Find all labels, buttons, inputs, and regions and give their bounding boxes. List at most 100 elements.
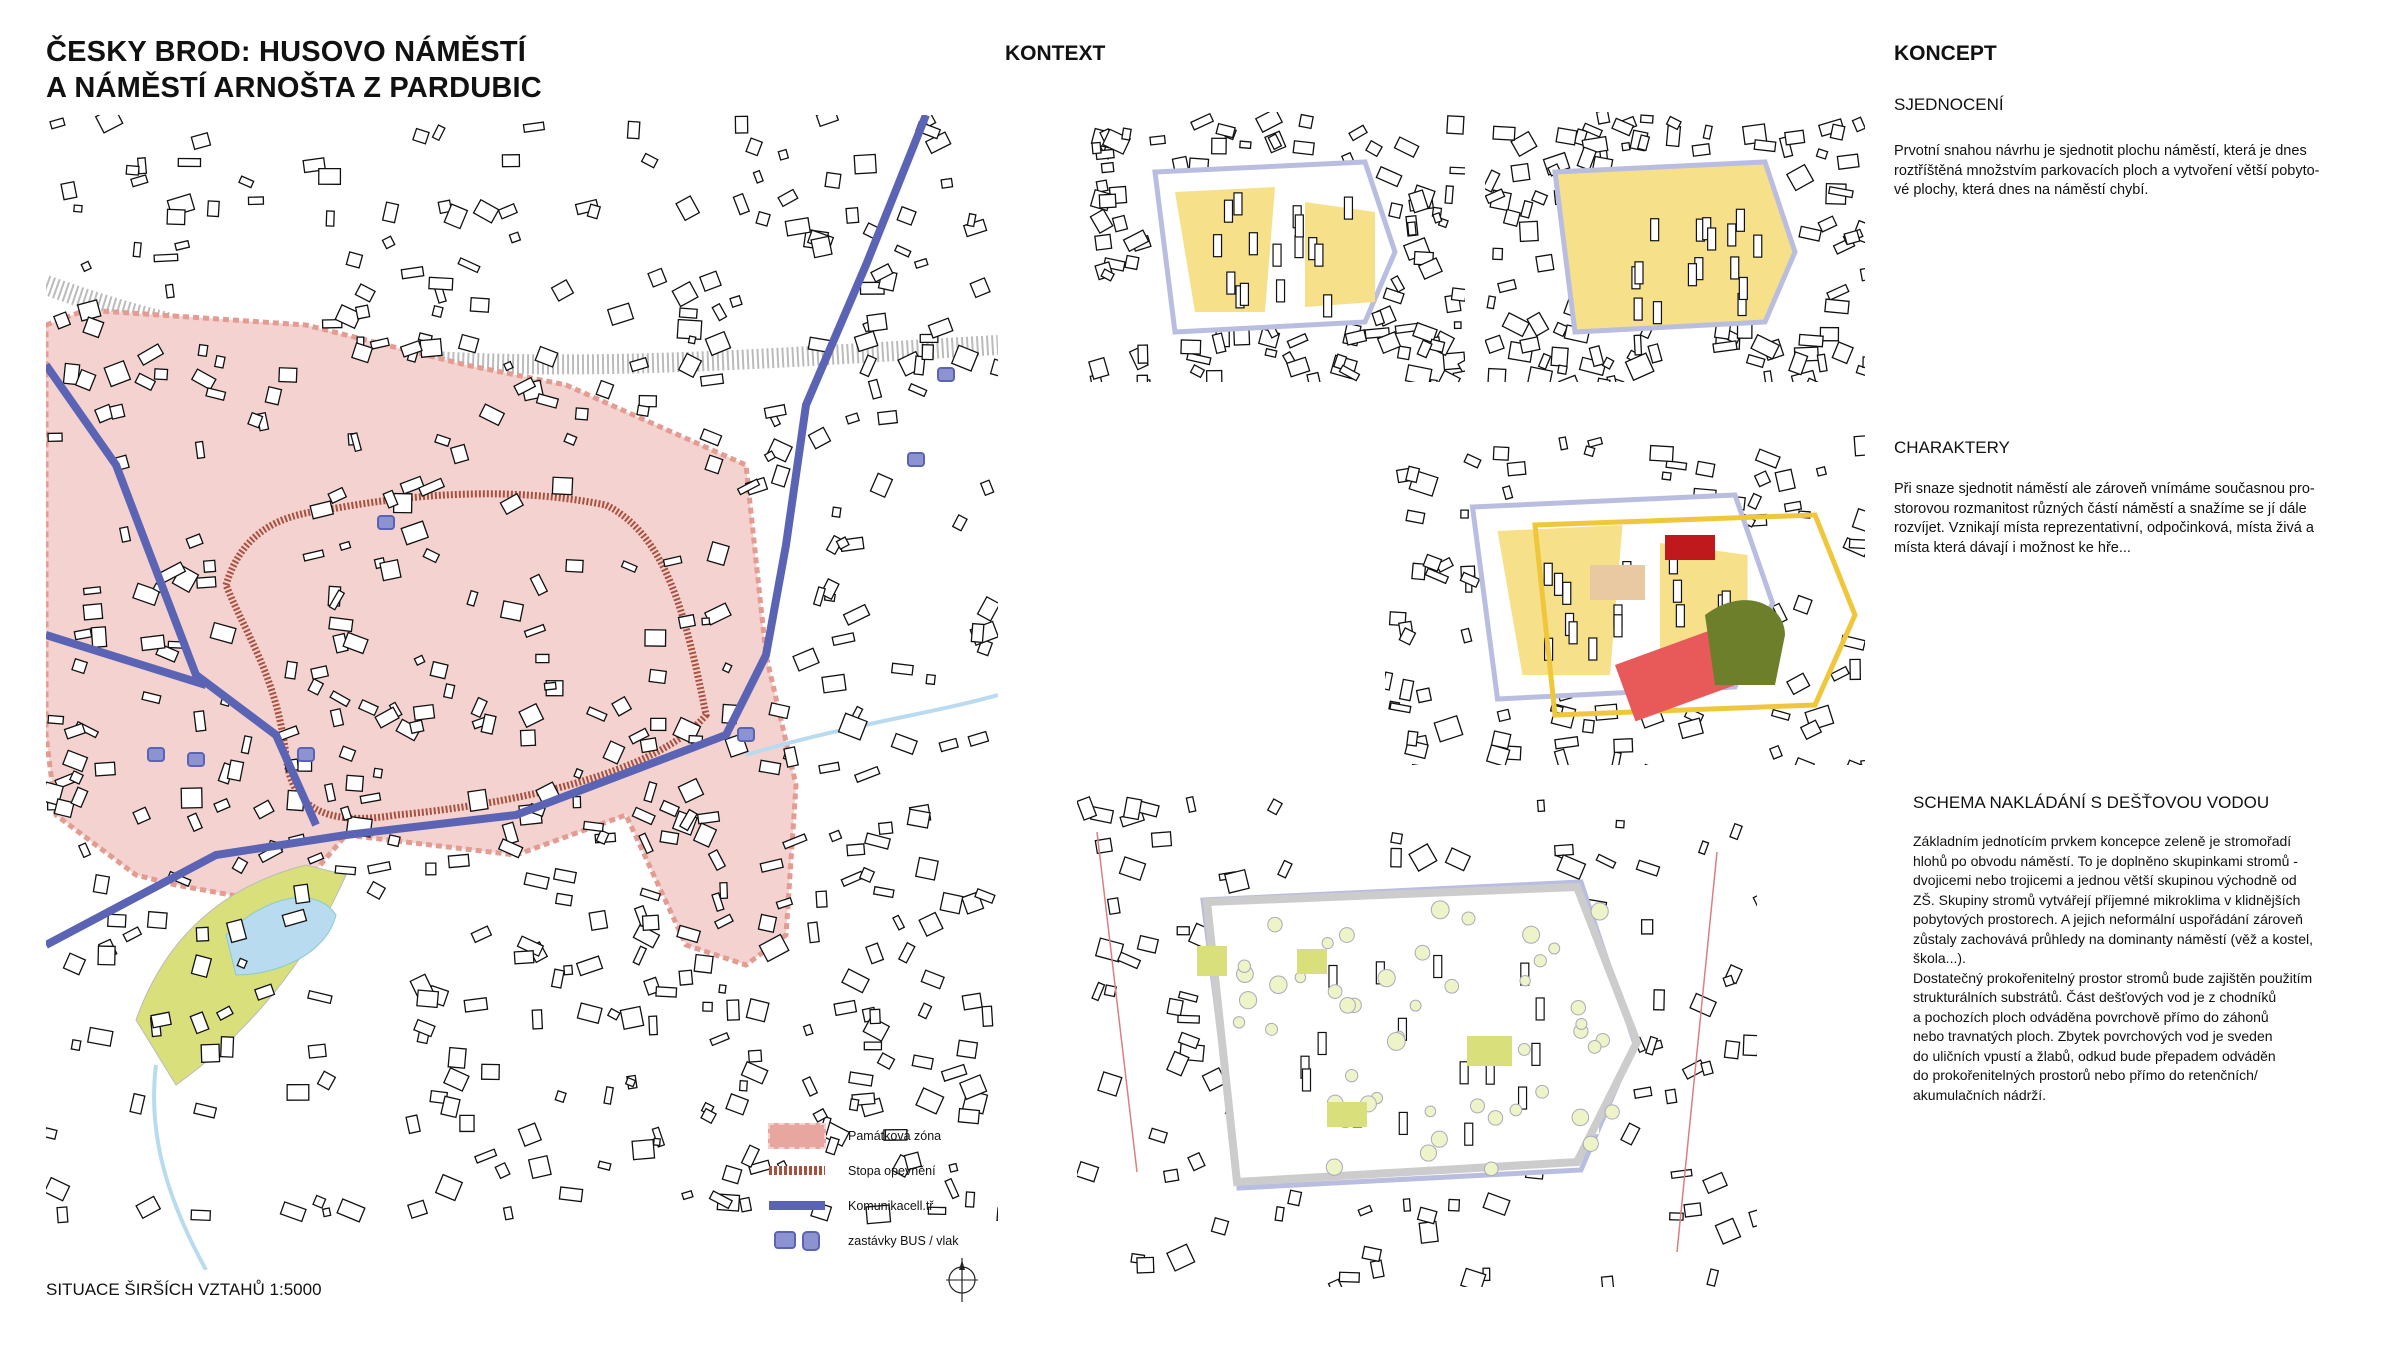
building bbox=[213, 354, 226, 369]
building bbox=[1449, 166, 1465, 175]
building bbox=[768, 702, 791, 720]
building bbox=[1398, 1111, 1408, 1136]
building bbox=[721, 1164, 743, 1185]
tree bbox=[1338, 927, 1355, 943]
building bbox=[913, 257, 929, 269]
building bbox=[848, 1071, 874, 1087]
building bbox=[447, 1046, 467, 1069]
building bbox=[853, 330, 879, 353]
title-line-2: A NÁMĚSTÍ ARNOŠTA Z PARDUBIC bbox=[46, 72, 542, 104]
building bbox=[782, 833, 808, 850]
building bbox=[550, 278, 575, 302]
building bbox=[1077, 795, 1098, 821]
building bbox=[193, 1102, 218, 1119]
building bbox=[494, 1161, 511, 1180]
building bbox=[1382, 287, 1405, 305]
building bbox=[704, 454, 724, 475]
building bbox=[883, 1128, 908, 1141]
building bbox=[758, 933, 790, 963]
building bbox=[1633, 1086, 1653, 1099]
building bbox=[166, 208, 186, 226]
tree bbox=[1386, 1032, 1406, 1051]
building bbox=[1185, 795, 1197, 813]
building bbox=[413, 654, 426, 667]
building bbox=[118, 526, 132, 543]
building bbox=[1121, 127, 1132, 141]
main-road bbox=[193, 671, 279, 739]
building bbox=[339, 805, 353, 822]
tree bbox=[1519, 975, 1531, 987]
building bbox=[92, 874, 111, 895]
building bbox=[962, 218, 988, 238]
building bbox=[1275, 279, 1286, 303]
building bbox=[732, 192, 751, 216]
building bbox=[86, 1026, 114, 1047]
building bbox=[1664, 1088, 1678, 1105]
building bbox=[1621, 141, 1631, 152]
building bbox=[1298, 113, 1314, 130]
tree bbox=[1325, 1158, 1343, 1176]
building bbox=[1317, 1031, 1327, 1056]
building bbox=[734, 115, 749, 134]
building bbox=[969, 277, 991, 299]
building bbox=[480, 713, 497, 735]
title-line-1: ČESKY BROD: HUSOVO NÁMĚSTÍ bbox=[46, 36, 526, 68]
building bbox=[1855, 364, 1865, 378]
building bbox=[60, 180, 78, 201]
building bbox=[1433, 715, 1464, 743]
legend-label: Komunikacell.tř bbox=[848, 1198, 934, 1213]
building bbox=[1094, 233, 1113, 251]
legend-item-zone: Památková zóna bbox=[768, 1118, 958, 1153]
text-line: a pochozích ploch odváděna povrchově pří… bbox=[1913, 1008, 2269, 1025]
building bbox=[925, 673, 936, 686]
wall-swatch bbox=[769, 1166, 825, 1175]
building bbox=[825, 1136, 840, 1156]
building bbox=[443, 203, 469, 230]
building bbox=[334, 865, 357, 876]
building bbox=[726, 999, 740, 1021]
building bbox=[818, 761, 841, 775]
building bbox=[387, 834, 401, 848]
building bbox=[846, 843, 866, 857]
building bbox=[837, 712, 868, 741]
building bbox=[422, 547, 441, 564]
building bbox=[125, 164, 140, 176]
building bbox=[1526, 366, 1554, 382]
building bbox=[915, 1087, 945, 1115]
building bbox=[122, 926, 143, 943]
building bbox=[94, 761, 116, 777]
building bbox=[136, 343, 165, 367]
text-line: strukturálních substrátů. Část dešťových… bbox=[1913, 989, 2277, 1005]
building bbox=[1390, 847, 1402, 868]
building bbox=[602, 740, 626, 765]
building bbox=[1187, 1151, 1206, 1172]
building bbox=[948, 1162, 959, 1173]
building bbox=[1424, 567, 1450, 585]
building bbox=[620, 560, 638, 574]
building bbox=[281, 908, 308, 928]
building bbox=[763, 403, 787, 419]
building bbox=[833, 999, 858, 1017]
building bbox=[1301, 1068, 1312, 1092]
building bbox=[302, 549, 325, 562]
legend-item-road: Komunikacell.tř bbox=[768, 1188, 958, 1223]
bus-stop-icon bbox=[297, 747, 315, 762]
building bbox=[1453, 321, 1462, 330]
building bbox=[1687, 263, 1698, 287]
square-outline bbox=[1552, 159, 1798, 335]
building bbox=[974, 888, 996, 904]
building bbox=[1189, 363, 1206, 379]
drainage-line bbox=[1096, 831, 1718, 1253]
building bbox=[130, 174, 149, 188]
building bbox=[1652, 301, 1663, 325]
building bbox=[740, 1060, 769, 1085]
tree bbox=[1238, 991, 1258, 1010]
text-line: do prokořenitelných prostorů nebo přímo … bbox=[1913, 1067, 2258, 1083]
building bbox=[62, 362, 81, 386]
building bbox=[1446, 115, 1465, 135]
building bbox=[626, 120, 641, 140]
building bbox=[1727, 223, 1737, 247]
building bbox=[531, 1009, 544, 1030]
building bbox=[572, 795, 582, 809]
building bbox=[1860, 758, 1865, 765]
